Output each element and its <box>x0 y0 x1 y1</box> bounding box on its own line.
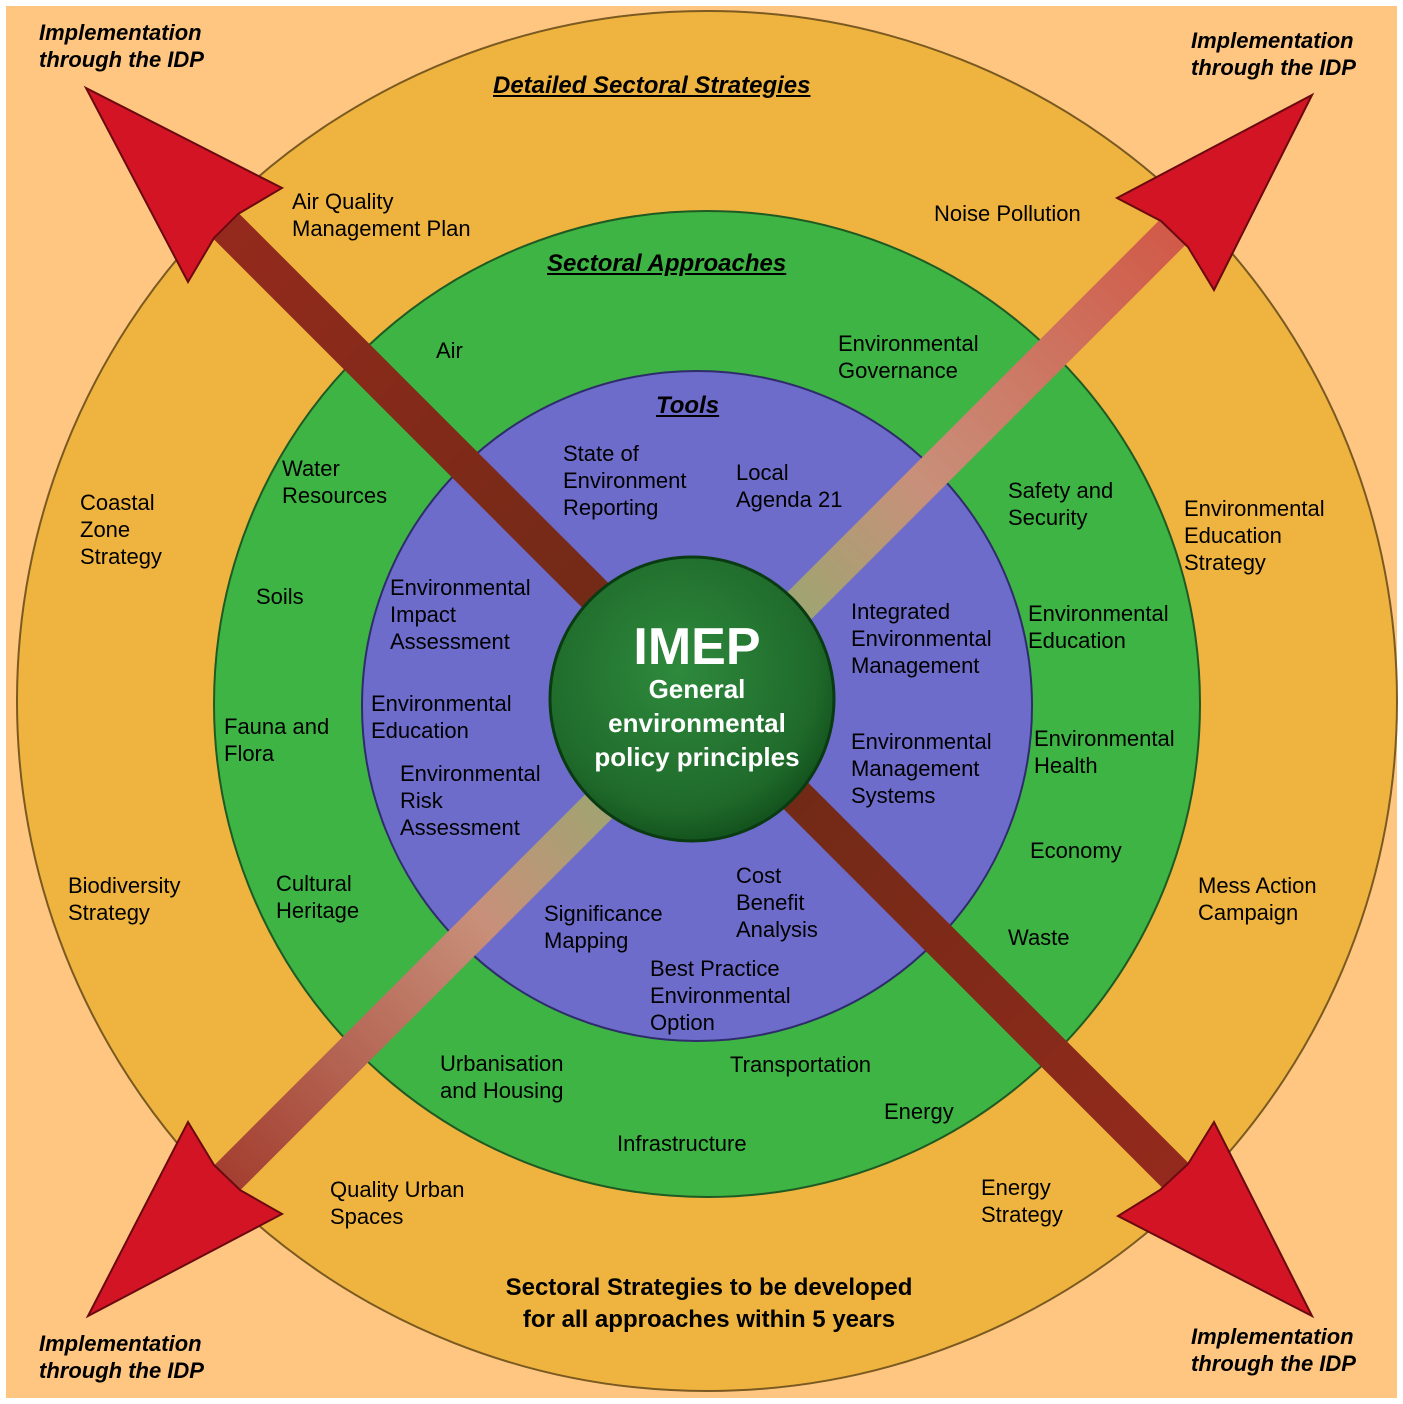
center-title: IMEP <box>633 618 761 676</box>
outer-item-biodiversity: Biodiversity Strategy <box>68 873 181 925</box>
outer-item-coastal-zone: Coastal Zone Strategy <box>80 490 162 569</box>
inner-item-cost-benefit: Cost Benefit Analysis <box>736 863 818 942</box>
inner-ring-heading: Tools <box>656 392 720 419</box>
outer-item-energy-strategy: Energy Strategy <box>981 1175 1063 1227</box>
outer-item-noise-pollution: Noise Pollution <box>934 201 1081 226</box>
arrowhead-top-right <box>1114 92 1315 293</box>
middle-item-env-health: Environmental Health <box>1034 726 1175 778</box>
middle-item-infrastructure: Infrastructure <box>617 1131 747 1156</box>
middle-item-energy: Energy <box>884 1099 954 1124</box>
middle-item-urbanisation: Urbanisation and Housing <box>440 1051 564 1103</box>
inner-item-bpeo: Best Practice Environmental Option <box>650 956 791 1035</box>
middle-item-transportation: Transportation <box>730 1052 872 1077</box>
middle-ring-heading: Sectoral Approaches <box>547 250 787 277</box>
outer-ring-footer: Sectoral Strategies to be developed for … <box>505 1274 913 1333</box>
arrowhead-top-left <box>83 85 285 285</box>
inner-item-iem: Integrated Environmental Management <box>851 599 992 678</box>
middle-item-cultural-heritage: Cultural Heritage <box>276 871 360 923</box>
center-hub <box>548 555 836 843</box>
middle-item-env-governance: Environmental Governance <box>838 331 979 383</box>
inner-item-eia: Environmental Impact Assessment <box>390 575 531 654</box>
middle-item-soils: Soils <box>256 584 304 609</box>
inner-item-state-of-environment: State of Environment Reporting <box>563 441 687 520</box>
middle-item-fauna-flora: Fauna and Flora <box>224 714 330 766</box>
corner-label-bottom-right: Implementation through the IDP <box>1191 1324 1356 1376</box>
inner-item-local-agenda-21: Local Agenda 21 <box>736 460 843 512</box>
outer-item-air-quality: Air Quality Management Plan <box>292 189 471 241</box>
middle-item-water-resources: Water Resources <box>282 456 388 508</box>
outer-item-quality-urban-spaces: Quality Urban Spaces <box>330 1177 465 1229</box>
arrowhead-bottom-left <box>85 1119 285 1319</box>
corner-label-top-left: Implementation through the IDP <box>39 20 204 72</box>
outer-item-mess-action: Mess Action Campaign <box>1198 873 1317 925</box>
outer-ring-heading: Detailed Sectoral Strategies <box>493 72 811 99</box>
inner-item-significance-mapping: Significance Mapping <box>544 901 663 953</box>
outer-item-env-education-strategy: Environmental Education Strategy <box>1184 496 1325 575</box>
middle-item-safety-security: Safety and Security <box>1008 478 1114 530</box>
inner-item-env-education: Environmental Education <box>371 691 512 743</box>
middle-item-env-education: Environmental Education <box>1028 601 1169 653</box>
middle-item-air: Air <box>436 338 463 363</box>
inner-item-ems: Environmental Management Systems <box>851 729 992 808</box>
middle-item-economy: Economy <box>1030 838 1122 863</box>
inner-item-risk-assessment: Environmental Risk Assessment <box>400 761 541 840</box>
middle-item-waste: Waste <box>1008 925 1070 950</box>
corner-label-top-right: Implementation through the IDP <box>1191 28 1356 80</box>
arrowhead-bottom-right <box>1115 1119 1315 1319</box>
corner-label-bottom-left: Implementation through the IDP <box>39 1331 204 1383</box>
center-subtitle: General environmental policy principles <box>594 674 800 772</box>
